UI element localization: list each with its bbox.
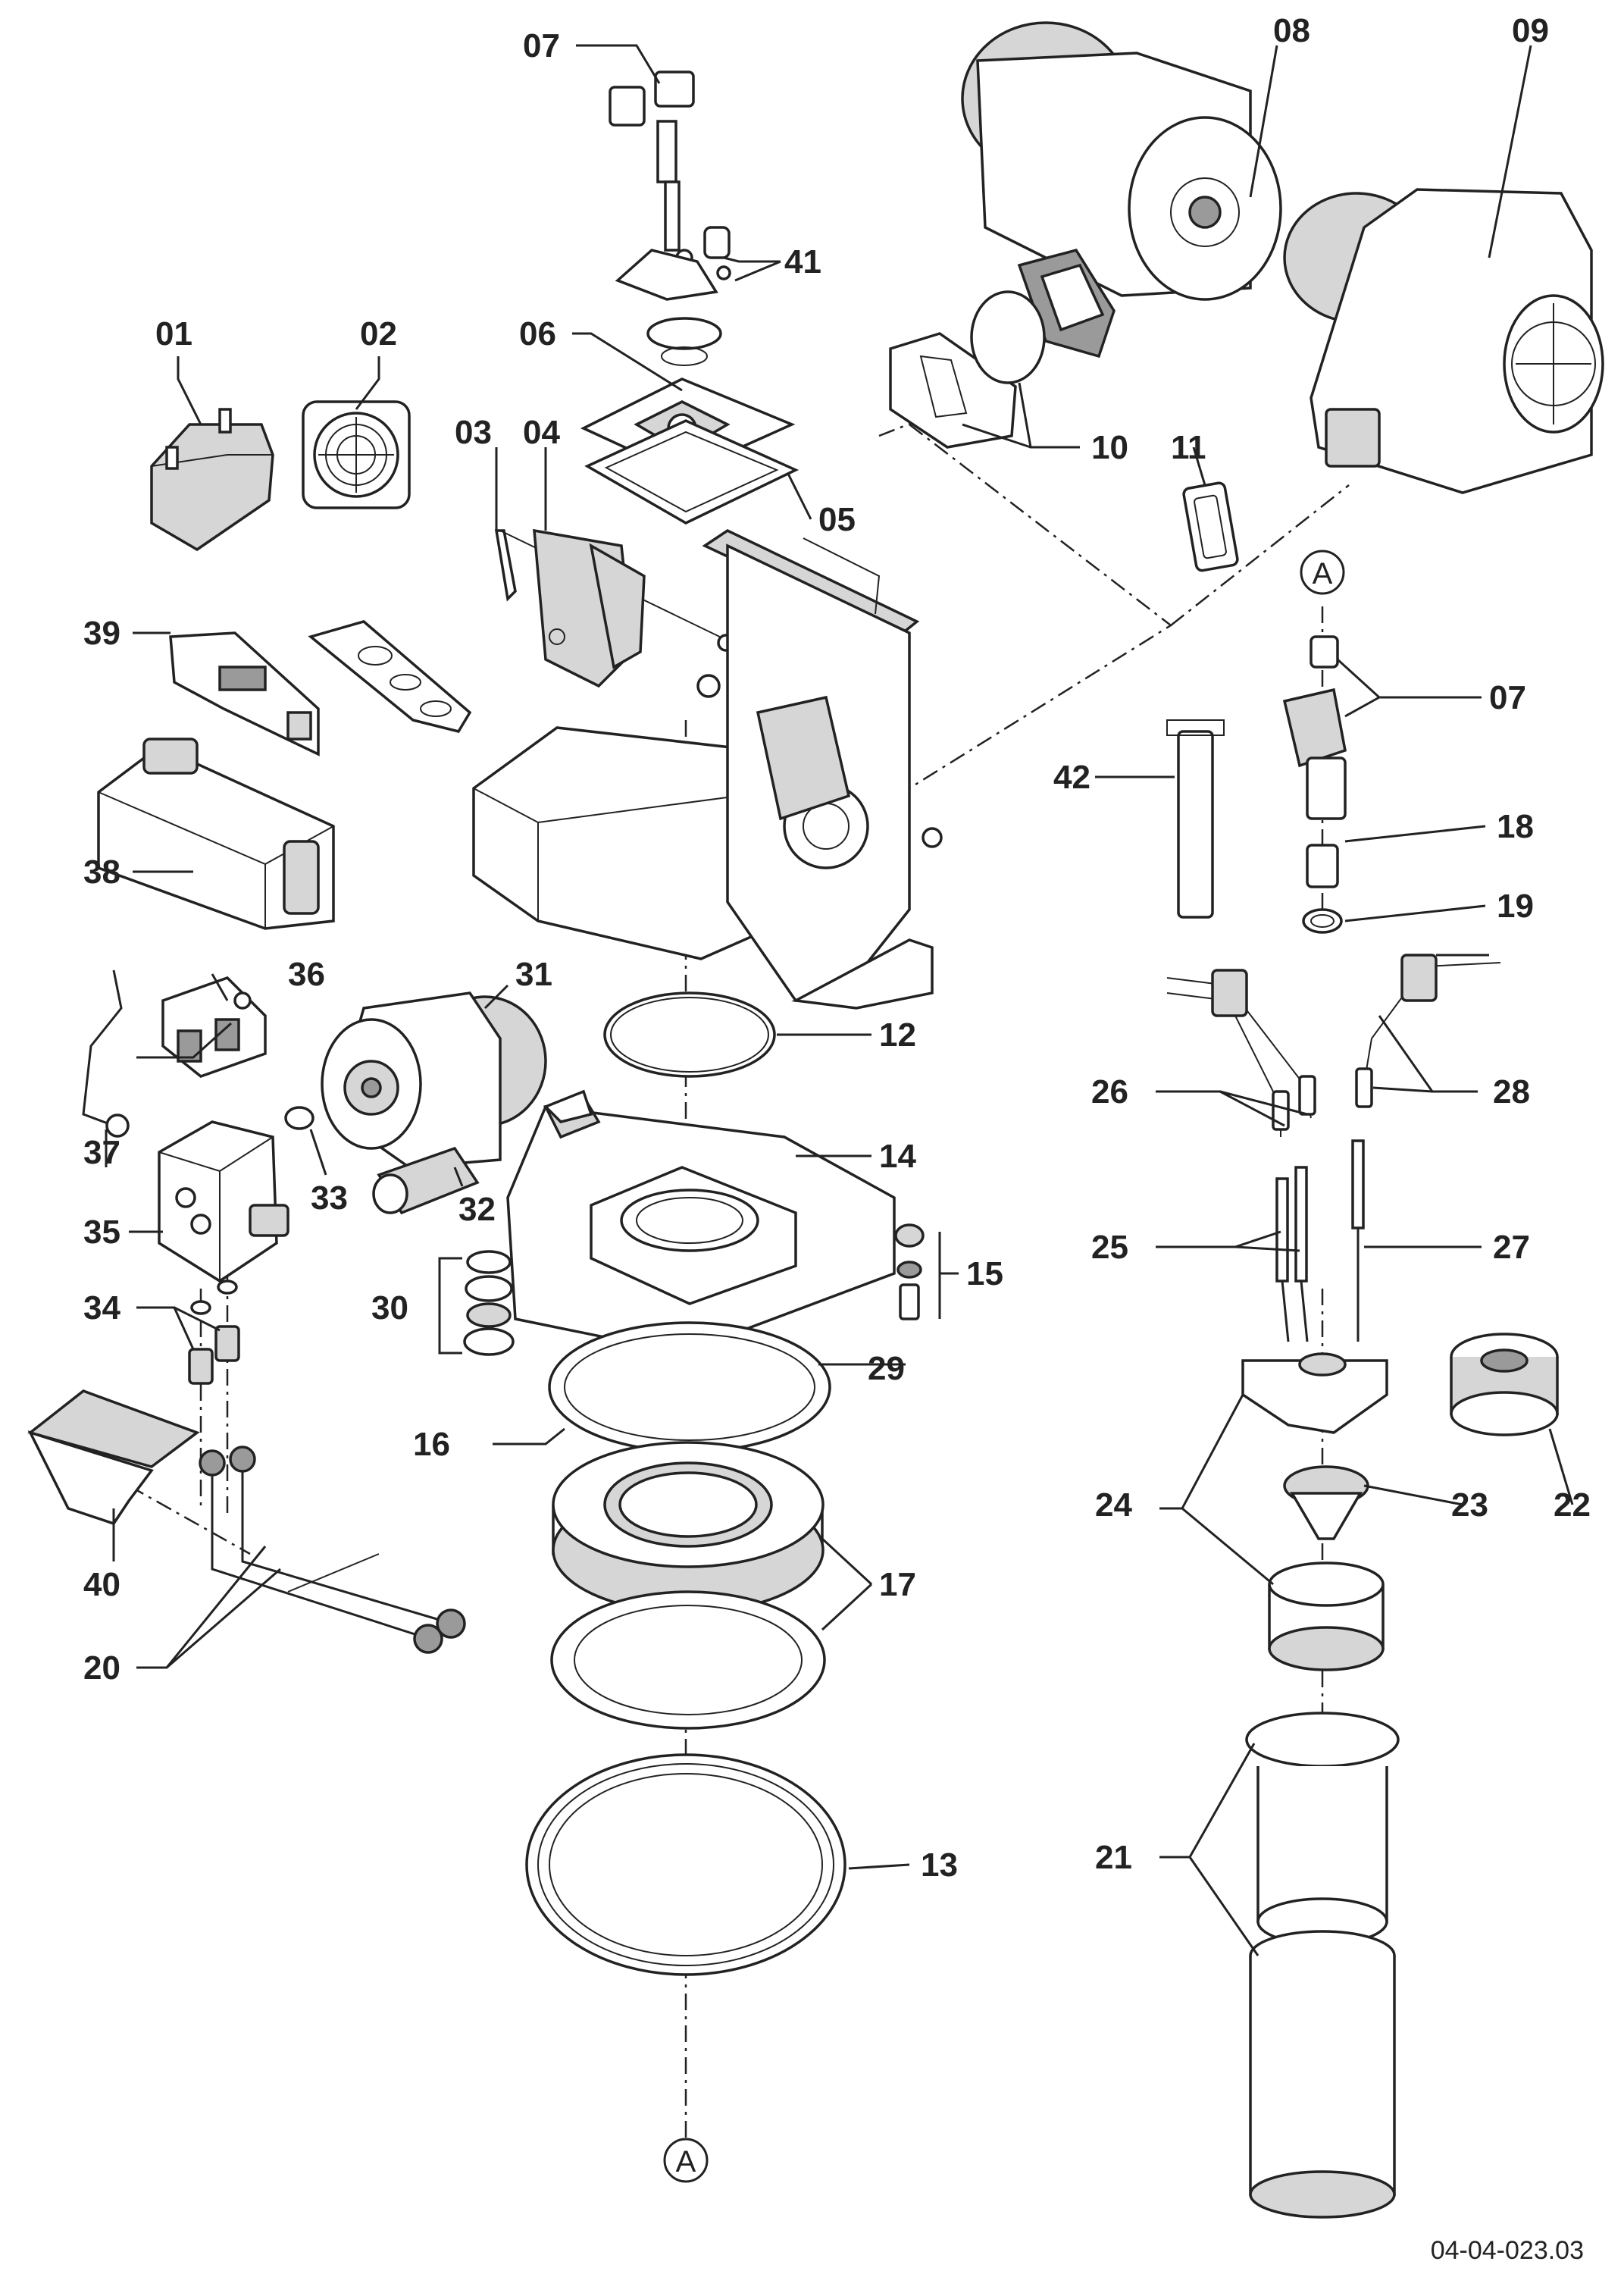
callout-15: 15 [966, 1255, 1003, 1292]
callout-21: 21 [1095, 1839, 1132, 1876]
part-21-blast-tubes [1245, 1712, 1400, 2219]
part-42-blast-tube-insert [1166, 719, 1225, 919]
callout-33: 33 [311, 1179, 348, 1217]
part-15-fasteners [894, 1223, 925, 1320]
callout-35: 35 [83, 1214, 120, 1251]
callout-32: 32 [458, 1191, 496, 1228]
callout-03: 03 [455, 414, 492, 451]
callout-07-right: 07 [1489, 679, 1526, 716]
part-18-nozzle [1306, 844, 1339, 888]
callout-24: 24 [1095, 1486, 1132, 1524]
callout-11: 11 [1171, 429, 1206, 466]
callout-05: 05 [818, 501, 856, 538]
part-09-fan-motor [1283, 188, 1604, 494]
part-28-ionisation-cable [1355, 954, 1501, 1108]
callout-41: 41 [784, 243, 821, 280]
part-24-baffle-assembly [1241, 1352, 1388, 1671]
callout-29: 29 [868, 1350, 905, 1387]
part-36-solenoid-coils [161, 976, 267, 1078]
callout-26: 26 [1091, 1073, 1128, 1110]
drawing-reference-code: 04-04-023.03 [1431, 2236, 1584, 2265]
part-39-circuit-board [169, 631, 320, 756]
part-12-o-ring [603, 991, 776, 1078]
callout-28: 28 [1493, 1073, 1530, 1110]
svg-text:A: A [1313, 557, 1333, 590]
part-17-flange-assembly [550, 1441, 826, 1730]
part-25-ignition-electrodes [1275, 1166, 1309, 1342]
callout-19: 19 [1497, 888, 1534, 925]
callout-08: 08 [1273, 12, 1310, 49]
callout-30: 30 [371, 1289, 408, 1326]
callout-14: 14 [879, 1138, 916, 1175]
callout-23: 23 [1451, 1486, 1488, 1524]
callout-09: 09 [1512, 12, 1549, 49]
callout-labels: 07 08 09 41 01 02 06 03 04 10 11 05 39 0… [83, 12, 1591, 1884]
axis-marker-top: A [1300, 550, 1345, 595]
callout-04: 04 [523, 414, 560, 451]
part-04-mounting-bracket [533, 528, 646, 688]
part-02-fan-grille [302, 400, 411, 509]
part-31-burner-motor [321, 991, 547, 1169]
callout-40: 40 [83, 1566, 120, 1603]
part-14-mounting-flange [506, 1089, 896, 1355]
part-33-fitting [284, 1106, 314, 1130]
part-05-gasket [584, 419, 799, 525]
callout-22: 22 [1554, 1486, 1591, 1524]
callout-07-top: 07 [523, 27, 560, 64]
part-35-oil-pump [158, 1120, 289, 1283]
callout-20: 20 [83, 1649, 120, 1687]
callout-38: 38 [83, 854, 120, 891]
part-37-oil-pipe [82, 969, 130, 1138]
part-23-diffuser [1283, 1465, 1369, 1540]
callout-31: 31 [515, 956, 552, 993]
callout-25: 25 [1091, 1229, 1128, 1266]
part-10-flange-gaskets [889, 290, 1046, 449]
callout-36: 36 [288, 956, 325, 993]
svg-text:A: A [676, 2145, 696, 2178]
callout-13: 13 [921, 1846, 958, 1884]
part-32-motor-capacitor [372, 1146, 480, 1215]
part-19-o-ring [1302, 908, 1343, 934]
part-38-control-unit [97, 738, 335, 930]
callout-18: 18 [1497, 808, 1534, 845]
callout-02: 02 [360, 315, 397, 352]
callout-17: 17 [879, 1566, 916, 1603]
axis-marker-bottom: A [663, 2138, 709, 2183]
burner-housing [472, 528, 943, 1010]
callout-10: 10 [1091, 429, 1128, 466]
part-40-drip-tray [27, 1389, 200, 1526]
callout-42: 42 [1053, 759, 1090, 796]
part-07-nozzle-preheater [1282, 635, 1347, 820]
callout-34: 34 [83, 1289, 120, 1326]
callout-37: 37 [83, 1134, 120, 1171]
leader-lines [105, 44, 1574, 1956]
part-07-electrode-holder [609, 70, 695, 267]
part-01-ignition-transformer [150, 408, 274, 552]
callout-01: 01 [155, 315, 192, 352]
part-13-boiler-gasket [525, 1753, 846, 1976]
part-30-seal-kit [463, 1250, 515, 1356]
callout-39: 39 [83, 615, 120, 652]
part-08-fan-motor [961, 21, 1282, 359]
callout-12: 12 [879, 1016, 916, 1054]
part-41-nozzle-set [615, 226, 731, 301]
part-34-fittings [188, 1280, 240, 1385]
part-26-ignition-cables [1166, 969, 1316, 1137]
part-16-gasket [548, 1321, 831, 1453]
callout-16: 16 [413, 1426, 450, 1463]
part-39-cover-plate [308, 620, 472, 734]
callout-27: 27 [1493, 1229, 1530, 1266]
part-11-gasket [1182, 481, 1239, 572]
part-20-oil-hoses [199, 1446, 466, 1654]
part-22-mixing-head [1450, 1333, 1559, 1436]
callout-06: 06 [519, 315, 556, 352]
part-27-ionisation-electrode [1351, 1139, 1365, 1342]
